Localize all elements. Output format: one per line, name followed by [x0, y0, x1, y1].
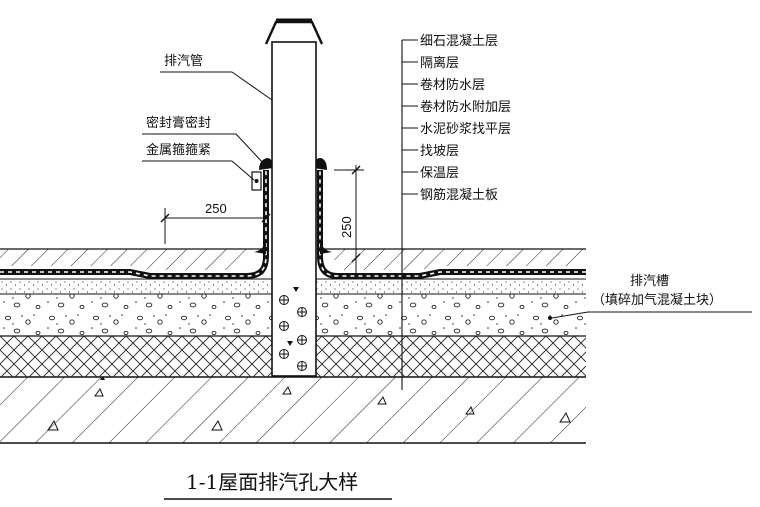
horizontal-dimension: 250 [160, 201, 271, 244]
top-concrete-layer [0, 248, 586, 270]
layer-label-fine-concrete: 细石混凝土层 [420, 33, 498, 49]
layer-label-insulation: 保温层 [420, 166, 459, 181]
vent-groove-note: （填碎加气混凝土块） [592, 292, 722, 308]
layer-label-slope: 找坡层 [420, 144, 459, 159]
drawing-title: 1-1屋面排汽孔大样 [164, 470, 392, 500]
layer-label-rc-slab: 钢筋混凝土板 [420, 187, 498, 203]
vent-groove-callout: 排汽槽 （填碎加气混凝土块） [548, 274, 752, 320]
rc-slab-layer [0, 376, 586, 444]
layer-label-isolation: 隔离层 [420, 55, 459, 71]
layer-label-leveling: 水泥砂浆找平层 [420, 122, 511, 137]
vent-cap [264, 18, 324, 45]
vertical-dimension: 250 [334, 165, 364, 276]
vent-groove-label: 排汽槽 [630, 274, 669, 289]
vent-pipe-label: 排汽管 [164, 54, 203, 69]
layer-labels: 细石混凝土层 隔离层 卷材防水层 卷材防水附加层 水泥砂浆找平层 找坡层 保温层… [420, 33, 511, 203]
layer-label-membrane-extra: 卷材防水附加层 [420, 99, 511, 115]
vent-pipe [271, 41, 317, 377]
sealant-label: 密封膏密封 [146, 115, 211, 131]
horizontal-dimension-value: 250 [205, 201, 227, 216]
layer-label-membrane: 卷材防水层 [420, 77, 485, 93]
vertical-dimension-value: 250 [339, 216, 354, 238]
drawing-title-text: 1-1屋面排汽孔大样 [186, 470, 358, 494]
left-callouts: 排汽管 密封膏密封 金属箍箍紧 [142, 54, 273, 181]
metal-hoop-label: 金属箍箍紧 [146, 142, 211, 158]
metal-hoop-clamp [251, 171, 262, 191]
waterproof-membrane [0, 158, 586, 280]
layer-leader [401, 39, 418, 390]
